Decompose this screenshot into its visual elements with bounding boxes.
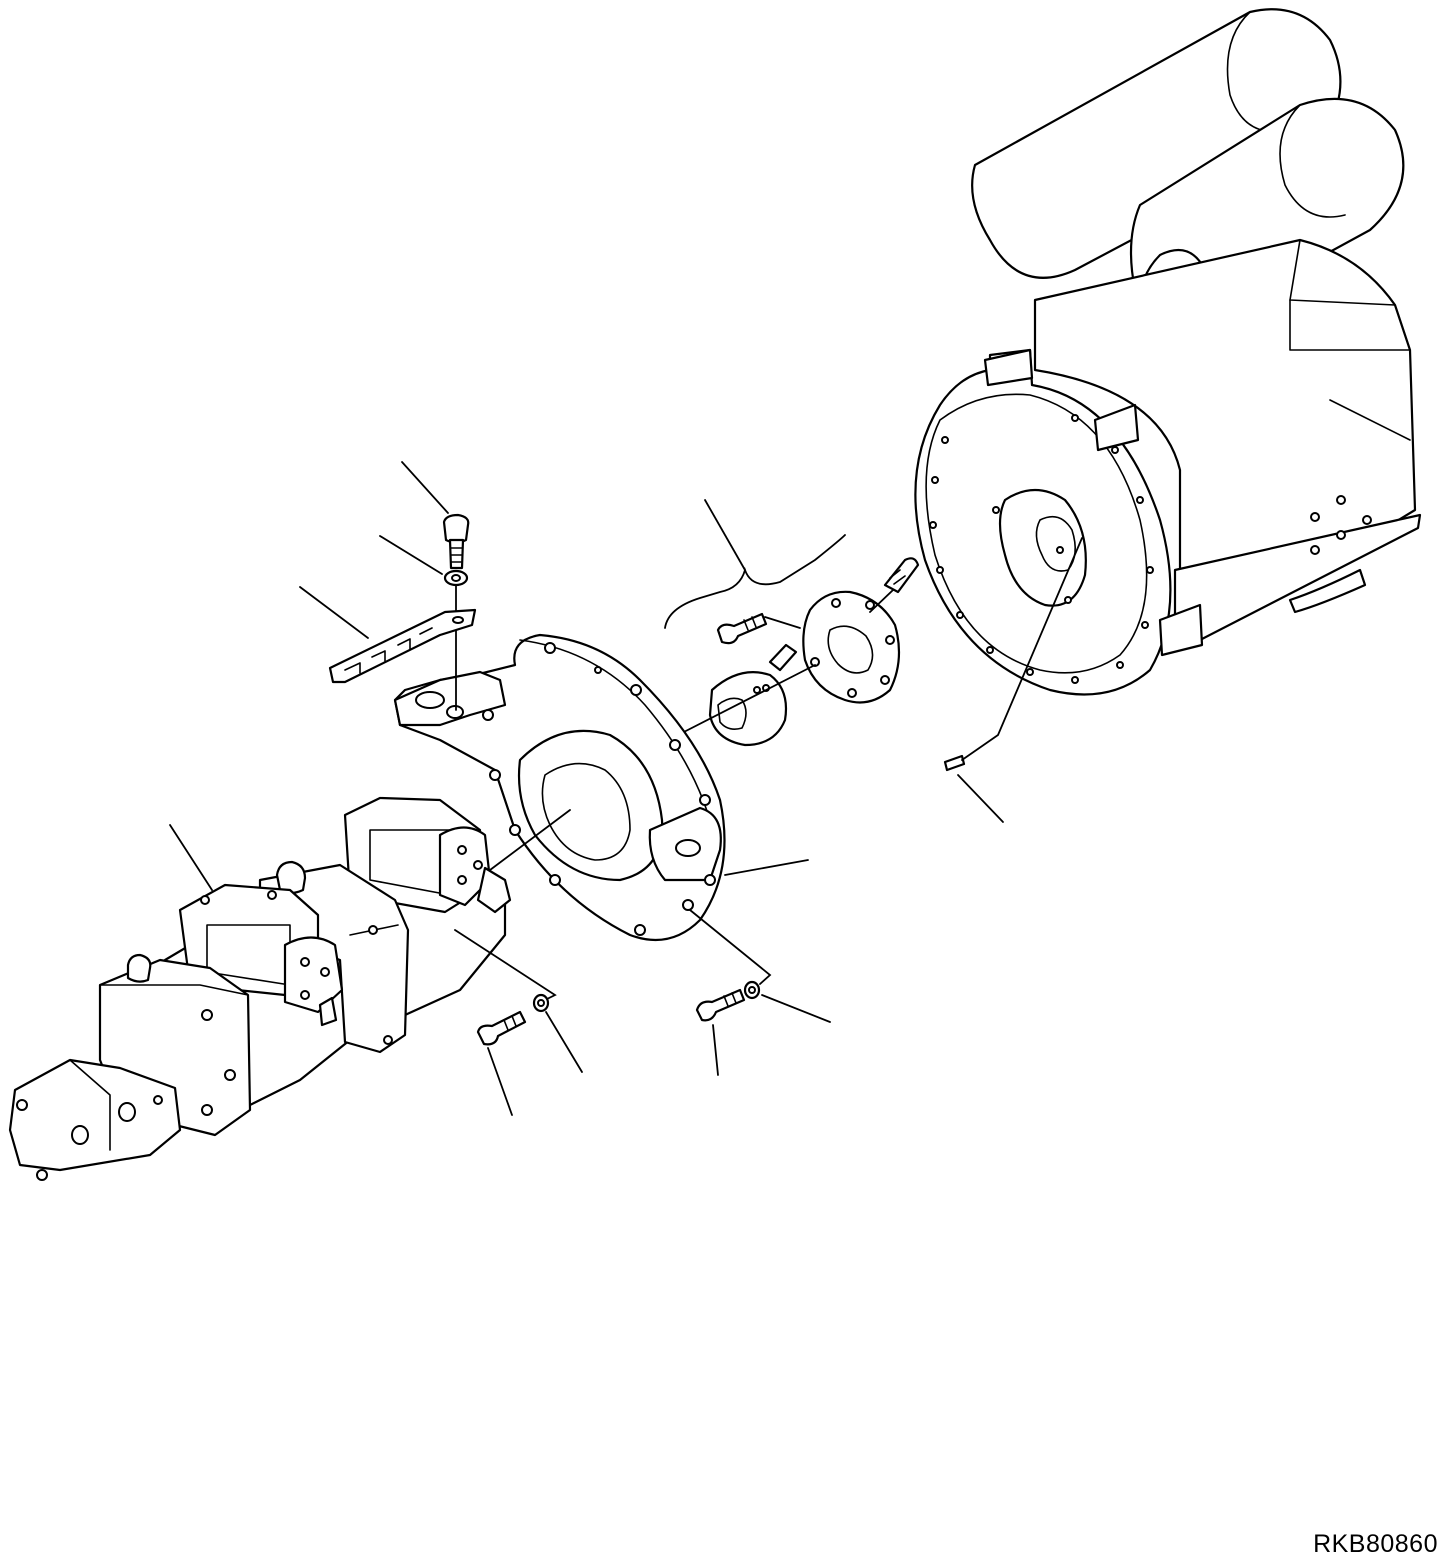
leader-pump-washer (545, 1011, 583, 1073)
engine-block-bolt-holes (1310, 495, 1372, 555)
flywheel-housing-bolt-holes (929, 414, 1154, 684)
leader-bracket-washer (761, 994, 831, 1023)
leader-plate (299, 586, 369, 639)
coupling-bolt-holes (810, 598, 895, 698)
leader-bracket-bolt (712, 1024, 719, 1076)
leader-bolt (401, 461, 449, 514)
bolt-washer-plate-group (328, 513, 477, 711)
hydraulic-pump (8, 796, 512, 1181)
leader-coupling-group (704, 499, 746, 571)
bracket-bolt-holes (482, 642, 716, 936)
leader-washer (379, 535, 443, 575)
pump-mounting-bracket (393, 633, 726, 942)
dowel-pin (943, 537, 1083, 772)
pump-cap-screw-and-washer (476, 993, 550, 1046)
leader-hydraulic-pump (169, 824, 213, 891)
coupling-assembly (664, 499, 920, 747)
leader-pump-mounting-bracket (724, 859, 809, 876)
drawing-number: RKB80860 (1313, 1530, 1438, 1558)
leader-pump-cap-screw (487, 1047, 513, 1116)
engine-assembly (914, 8, 1422, 696)
bracket-bolt-and-washer (689, 909, 772, 1022)
leader-dowel-pin (957, 774, 1004, 823)
